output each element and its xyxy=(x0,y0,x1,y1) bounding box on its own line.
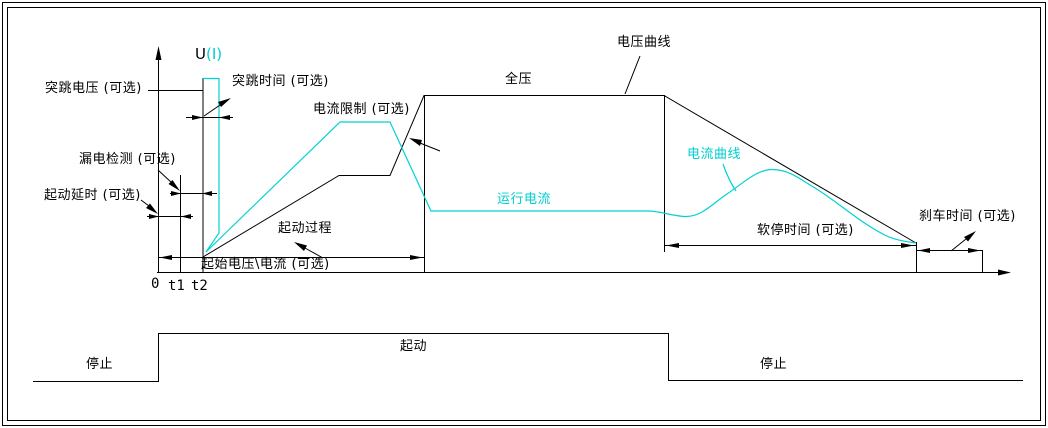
leader-brake-time xyxy=(950,231,976,252)
y-axis xyxy=(155,46,162,273)
dimension-leakage-detection xyxy=(170,191,217,196)
leader-start-delay xyxy=(140,199,158,214)
label-voltage-curve: 电压曲线 xyxy=(617,35,672,50)
label-full-voltage: 全压 xyxy=(505,72,533,87)
kick-spike-line xyxy=(148,78,204,272)
x-tick-0: 0 xyxy=(151,276,160,292)
label-jump-time: 突跳时间 (可选) xyxy=(232,74,329,89)
timeline-stop-left: 停止 xyxy=(86,357,114,372)
current-curve-leader xyxy=(722,163,737,192)
label-jump-voltage: 突跳电压 (可选) xyxy=(45,81,142,96)
label-leakage-detection: 漏电检测 (可选) xyxy=(79,152,176,167)
current-curve xyxy=(203,77,917,253)
dimension-start-process xyxy=(158,255,424,260)
y-axis-label-u: U xyxy=(195,45,206,63)
x-tick-t1: t1 xyxy=(168,278,185,294)
voltage-curve xyxy=(202,95,983,272)
run-stop-waveform xyxy=(33,333,1023,382)
leader-voltage-curve xyxy=(624,55,641,95)
dimension-soft-stop xyxy=(664,243,916,248)
label-current-limit: 电流限制 (可选) xyxy=(313,102,410,117)
x-axis xyxy=(157,269,1011,276)
dimension-jump-time xyxy=(186,115,233,120)
timeline-start: 起动 xyxy=(400,339,428,354)
label-start-process: 起动过程 xyxy=(278,221,333,236)
label-brake-time: 刹车时间 (可选) xyxy=(919,209,1016,224)
y-axis-label-i: (I) xyxy=(205,45,223,63)
x-tick-t2: t2 xyxy=(191,278,208,294)
label-soft-stop-time: 软停时间 (可选) xyxy=(757,223,854,238)
leader-current-limit xyxy=(409,138,441,152)
label-initial-voltage-current: 起始电压\电流 (可选) xyxy=(201,257,330,272)
dimension-brake-time xyxy=(916,248,982,253)
leader-jump-time xyxy=(203,98,231,117)
y-axis-label: U(I) xyxy=(195,47,222,62)
label-running-current: 运行电流 xyxy=(497,192,552,207)
timeline-stop-right: 停止 xyxy=(760,357,788,372)
leader-start-process xyxy=(294,242,324,259)
leader-leakage-detection xyxy=(157,169,180,191)
label-start-delay: 起动延时 (可选) xyxy=(44,188,141,203)
label-current-curve: 电流曲线 xyxy=(687,147,742,162)
dimension-start-delay xyxy=(147,214,193,219)
